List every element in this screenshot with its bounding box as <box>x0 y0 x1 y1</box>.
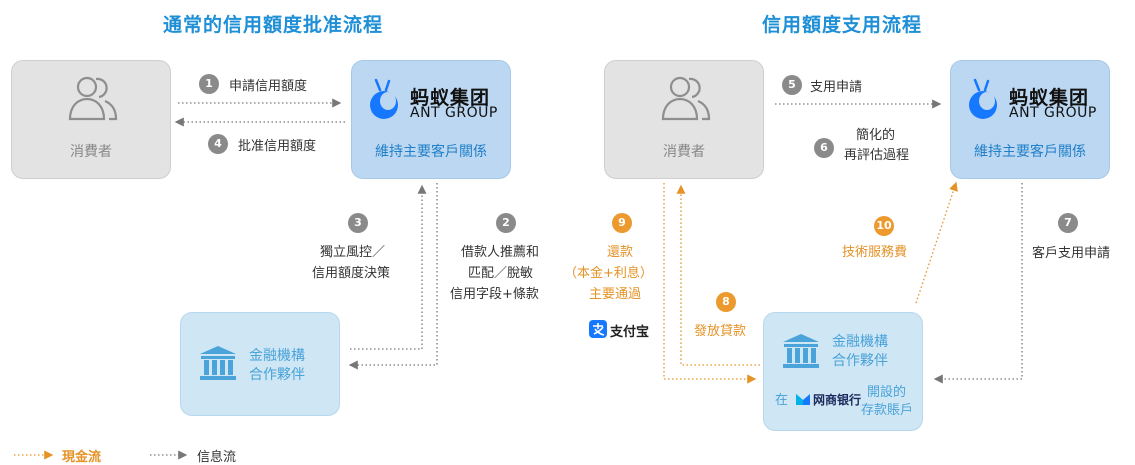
arrow-step-9 <box>663 183 757 384</box>
step-2-badge: 2 <box>496 213 516 233</box>
step-1-badge: 1 <box>199 74 219 94</box>
legend-info-flow: 信息流 <box>197 450 237 465</box>
bank-icon <box>783 334 819 368</box>
ant-logo-icon <box>969 78 997 119</box>
step-5-badge: 5 <box>782 75 802 95</box>
consumer-label: 消費者 <box>663 144 705 160</box>
step-4-label: 批准信用額度 <box>238 139 317 154</box>
step-2-line1: 借款人推薦和 <box>461 245 540 260</box>
people-icon <box>661 76 711 121</box>
step-9-line1: 還款 <box>607 245 634 260</box>
step-7-label: 客戶支用申請 <box>1032 246 1111 261</box>
bank-box-left: 金融機構 合作夥伴 <box>180 312 340 416</box>
mybank-logo-text: 网商银行 <box>813 393 862 407</box>
arrow-step-7 <box>933 183 1023 384</box>
ant-name-en: ANT GROUP <box>410 105 498 121</box>
step-4-badge: 4 <box>208 134 228 154</box>
ant-role-label: 維持主要客戶關係 <box>974 144 1086 160</box>
bank-name-line2: 合作夥伴 <box>832 353 888 369</box>
title-credit-approval: 通常的信用額度批准流程 <box>163 14 384 36</box>
arrow-step-10 <box>915 181 958 304</box>
step-3-line1: 獨立風控／ <box>320 245 386 260</box>
ant-group-box-right: 蚂蚁集团 ANT GROUP 維持主要客戶關係 <box>950 60 1110 179</box>
step-6-badge: 6 <box>814 138 834 158</box>
step-8-badge: 8 <box>716 292 736 312</box>
account-line2: 存款賬戶 <box>861 403 914 418</box>
alipay-label: 支付宝 <box>610 325 650 340</box>
step-6-line1: 簡化的 <box>856 128 896 143</box>
step-9-line3: 主要通過 <box>589 287 642 302</box>
step-6-line2: 再評估過程 <box>844 148 910 163</box>
arrow-step-2 <box>348 183 438 370</box>
mybank-icon <box>795 391 811 407</box>
ant-name-cn: 蚂蚁集团 <box>1009 87 1090 109</box>
step-7-badge: 7 <box>1058 213 1078 233</box>
alipay-icon <box>589 320 607 338</box>
account-line1: 開設的 <box>867 385 907 400</box>
step-9-badge: 9 <box>612 213 632 233</box>
step-10-badge: 10 <box>874 216 894 236</box>
step-1-label: 申請信用額度 <box>229 79 308 94</box>
bank-name-line1: 金融機構 <box>832 334 888 350</box>
title-credit-drawdown: 信用額度支用流程 <box>762 14 923 36</box>
consumer-box-right: 消費者 <box>604 60 764 179</box>
account-prefix: 在 <box>775 393 789 408</box>
consumer-box-left: 消費者 <box>11 60 171 179</box>
step-3-badge: 3 <box>348 213 368 233</box>
step-2-line2: 匹配／脫敏 <box>468 266 534 281</box>
ant-logo-icon <box>370 78 398 119</box>
people-icon <box>68 76 118 121</box>
ant-name-en: ANT GROUP <box>1009 105 1097 121</box>
bank-icon <box>200 346 236 380</box>
step-10-label: 技術服務費 <box>842 245 908 260</box>
ant-role-label: 維持主要客戶關係 <box>375 144 487 160</box>
ant-name-cn: 蚂蚁集团 <box>410 87 491 109</box>
consumer-label: 消費者 <box>70 144 112 160</box>
legend-cash-flow: 現金流 <box>62 450 102 465</box>
step-5-label: 支用申請 <box>810 80 863 95</box>
bank-box-right: 金融機構 合作夥伴 在 网商银行 開設的 存款賬戶 <box>763 312 923 431</box>
bank-name-line1: 金融機構 <box>249 348 305 364</box>
step-2-line3: 信用字段+條款 <box>450 287 539 302</box>
step-8-label: 發放貸款 <box>694 324 747 339</box>
step-9-line2: （本金+利息） <box>564 266 653 281</box>
ant-group-box-left: 蚂蚁集团 ANT GROUP 維持主要客戶關係 <box>351 60 511 179</box>
arrow-step-3 <box>350 184 427 350</box>
step-3-line2: 信用額度決策 <box>312 266 391 281</box>
bank-name-line2: 合作夥伴 <box>249 367 305 383</box>
